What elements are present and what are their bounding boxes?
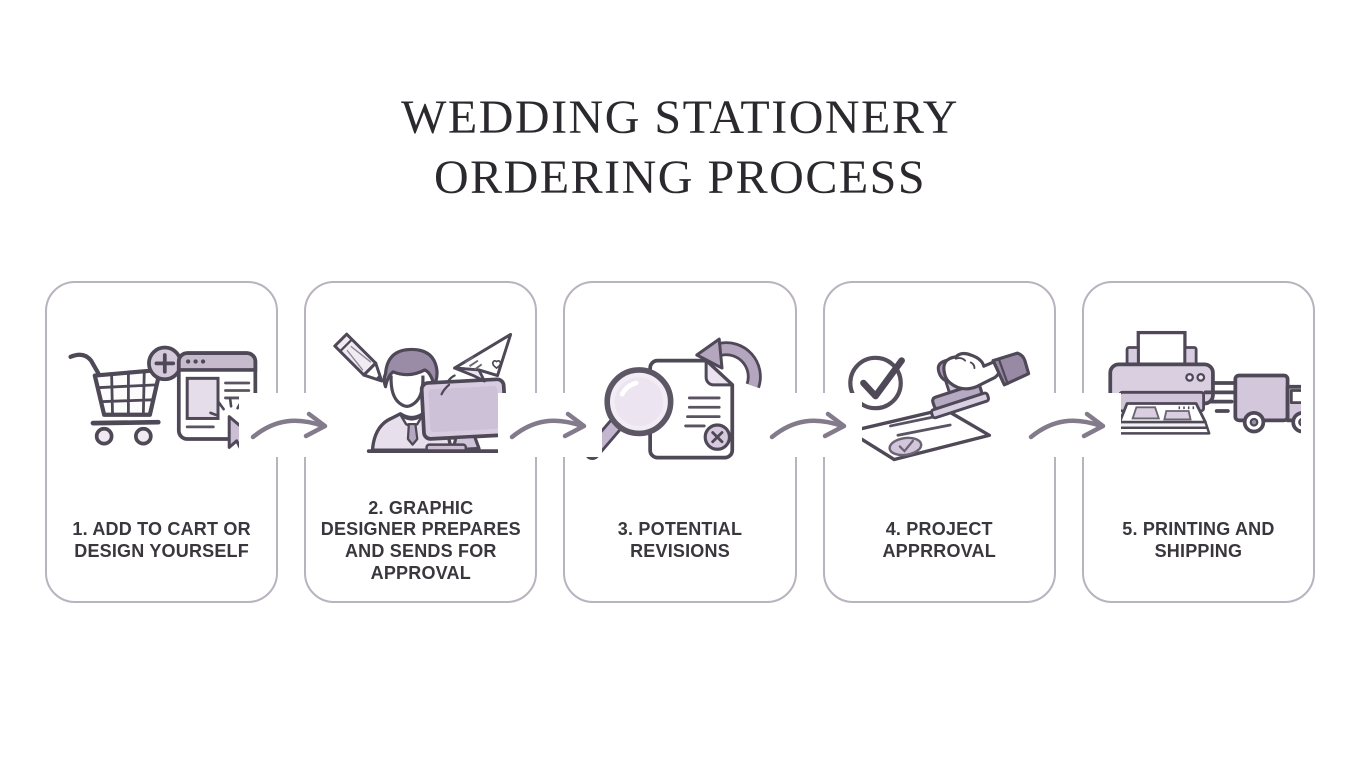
approved-check-icon [848,355,906,411]
arrow-right-icon [509,411,587,440]
step-3-label: 3. POTENTIAL REVISIONS [579,483,780,599]
connector-4 [1017,393,1121,457]
sleeve-icon [991,351,1031,387]
designer-at-computer-icon [333,332,513,453]
arrow-right-icon [769,411,847,440]
title-line-2: ORDERING PROCESS [433,151,927,204]
paper-plane-icon [440,332,512,396]
hand-icon [942,351,1002,391]
step-2-illustration [306,327,535,467]
connector-1 [239,393,343,457]
connector-2 [498,393,602,457]
step-4-label-text: 4. PROJECT APPRROVAL [882,519,996,561]
step-1-label: 1. ADD TO CART OR DESIGN YOURSELF [61,483,262,599]
step-5-label-text: 5. PRINTING AND SHIPPING [1122,519,1275,561]
process-steps-row: 1. ADD TO CART OR DESIGN YOURSELF [45,281,1316,603]
title-line-1: WEDDING STATIONERY [401,91,959,144]
step-4-label: 4. PROJECT APPRROVAL [839,483,1040,599]
stamp-approval-icon [847,351,1031,462]
printer-and-truck-icon [1108,330,1302,435]
step-5-label: 5. PRINTING AND SHIPPING [1098,483,1299,599]
browser-window-icon [176,351,257,441]
step-5-illustration [1084,327,1313,467]
step-4-illustration [825,327,1054,467]
approval-document-icon [847,407,992,462]
step-2-label-text: 2. GRAPHIC DESIGNER PREPARES AND SENDS F… [320,497,521,583]
magnifier-document-icon [584,337,762,460]
page-title: WEDDING STATIONERY ORDERING PROCESS [0,88,1360,208]
step-card-4: 4. PROJECT APPRROVAL [822,281,1056,603]
arrow-right-icon [250,411,328,440]
delivery-truck-icon [1233,373,1302,434]
pencil-icon [333,332,383,383]
arrow-right-icon [1028,411,1106,440]
step-1-label-text: 1. ADD TO CART OR DESIGN YOURSELF [72,519,251,561]
add-to-cart-plus-icon [146,345,183,382]
shopping-cart-icon [68,352,162,446]
speed-lines [1204,381,1249,413]
step-1-illustration [47,327,276,467]
cart-and-browser-icon [68,345,257,454]
computer-monitor-icon [419,377,508,452]
connector-3 [758,393,862,457]
rejected-x-icon [703,423,732,451]
step-2-label: 2. GRAPHIC DESIGNER PREPARES AND SENDS F… [320,483,521,599]
printer-icon [1108,330,1216,435]
step-3-label-text: 3. POTENTIAL REVISIONS [617,519,743,561]
